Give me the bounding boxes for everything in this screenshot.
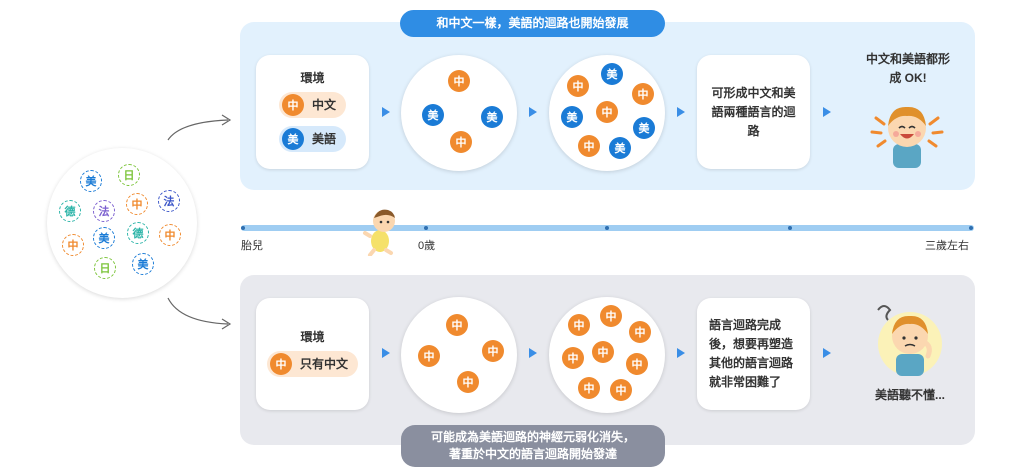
flow-arrow	[823, 107, 831, 117]
flow-arrow	[382, 348, 390, 358]
zh-neuron: 中	[448, 70, 470, 92]
language-potential-circle: 美 日 德 法 中 法 中 美 德 中 日 美	[47, 148, 197, 298]
neuron-circle-dense: 美 中 中 美 中 美 中 美	[549, 55, 665, 171]
confused-child-icon	[877, 305, 942, 376]
en-neuron: 美	[561, 106, 583, 128]
lang-dot-fr: 法	[93, 200, 115, 222]
env-title: 環境	[300, 329, 325, 344]
env-zh-label: 中文	[311, 98, 336, 112]
zh-neuron: 中	[482, 340, 504, 362]
zh-neuron: 中	[450, 131, 472, 153]
env-zh-only-row: 中 只有中文	[266, 350, 358, 377]
lang-dot-jp: 日	[118, 164, 140, 186]
en-dot: 美	[281, 127, 304, 150]
zh-neuron: 中	[629, 321, 651, 343]
lang-dot-fr: 法	[158, 190, 180, 212]
timeline-tick	[424, 226, 428, 230]
zh-neuron: 中	[568, 314, 590, 336]
zh-neuron: 中	[610, 379, 632, 401]
lang-dot-zh: 中	[126, 193, 148, 215]
flow-arrow	[677, 348, 685, 358]
flow-arrow	[382, 107, 390, 117]
env-zh-row: 中 中文	[278, 91, 346, 118]
timeline-tick	[605, 226, 609, 230]
bottom-result-text: 語言迴路完成後，想要再塑造其他的語言迴路就非常困難了	[709, 318, 794, 389]
flow-arrow	[823, 348, 831, 358]
top-result-card: 可形成中文和美語兩種語言的迴路	[697, 55, 810, 169]
bottom-result-card: 語言迴路完成後，想要再塑造其他的語言迴路就非常困難了	[697, 298, 810, 410]
zh-neuron: 中	[578, 135, 600, 157]
happy-child-icon	[870, 106, 944, 168]
flow-arrow	[677, 107, 685, 117]
timeline-tick	[241, 226, 245, 230]
zh-neuron: 中	[446, 314, 468, 336]
lang-dot-de: 德	[127, 222, 149, 244]
en-neuron: 美	[609, 137, 631, 159]
bottom-outcome-text: 美語聽不懂...	[874, 388, 945, 402]
zh-neuron: 中	[632, 83, 654, 105]
timeline-tick	[788, 226, 792, 230]
en-neuron: 美	[601, 63, 623, 85]
zh-neuron: 中	[457, 371, 479, 393]
lang-dot-jp: 日	[94, 257, 116, 279]
lang-dot-en: 美	[132, 253, 154, 275]
flow-arrow	[529, 107, 537, 117]
zh-dot: 中	[281, 93, 304, 116]
bottom-banner-line1: 可能成為美語迴路的神經元弱化消失，	[430, 430, 635, 444]
baby-icon	[363, 209, 395, 256]
bottom-banner-line2: 著重於中文的語言迴路開始發達	[448, 447, 617, 461]
lang-dot-zh: 中	[159, 224, 181, 246]
lang-dot-de: 德	[59, 200, 81, 222]
timeline-tick	[969, 226, 973, 230]
timeline-end-label: 三歲左右	[925, 240, 969, 252]
zh-neuron: 中	[592, 341, 614, 363]
zh-neuron: 中	[600, 305, 622, 327]
zh-neuron: 中	[567, 75, 589, 97]
env-en-row: 美 美語	[278, 125, 346, 152]
bottom-environment-card: 環境 中 只有中文	[256, 298, 369, 410]
lang-dot-en: 美	[80, 170, 102, 192]
top-outcome-text: 中文和美語都形成 OK!	[865, 52, 950, 85]
flow-arrow	[529, 348, 537, 358]
top-result-text: 可形成中文和美語兩種語言的迴路	[711, 85, 796, 138]
branch-arrows	[167, 114, 232, 330]
en-neuron: 美	[633, 117, 655, 139]
zh-neuron: 中	[578, 377, 600, 399]
zh-neuron: 中	[562, 347, 584, 369]
top-environment-card: 環境 中 中文 美 美語	[256, 55, 369, 169]
neuron-circle-sparse: 中 中 中 中	[401, 297, 517, 413]
env-title: 環境	[300, 70, 325, 85]
lang-dot-en: 美	[93, 227, 115, 249]
bottom-banner: 可能成為美語迴路的神經元弱化消失， 著重於中文的語言迴路開始發達	[401, 425, 665, 467]
lang-dot-zh: 中	[62, 234, 84, 256]
zh-neuron: 中	[626, 353, 648, 375]
neuron-circle-sparse: 中 美 美 中	[401, 55, 517, 171]
zh-neuron: 中	[418, 345, 440, 367]
zh-neuron: 中	[596, 101, 618, 123]
zh-dot: 中	[269, 352, 292, 375]
timeline-start-label: 胎兒	[241, 240, 263, 252]
env-zh-only-label: 只有中文	[299, 357, 348, 371]
env-en-label: 美語	[311, 132, 336, 146]
en-neuron: 美	[481, 106, 503, 128]
neuron-circle-dense: 中 中 中 中 中 中 中 中	[549, 297, 665, 413]
timeline-mid-label: 0歲	[418, 240, 436, 252]
top-banner: 和中文一樣，美語的迴路也開始發展	[400, 10, 665, 37]
en-neuron: 美	[422, 104, 444, 126]
